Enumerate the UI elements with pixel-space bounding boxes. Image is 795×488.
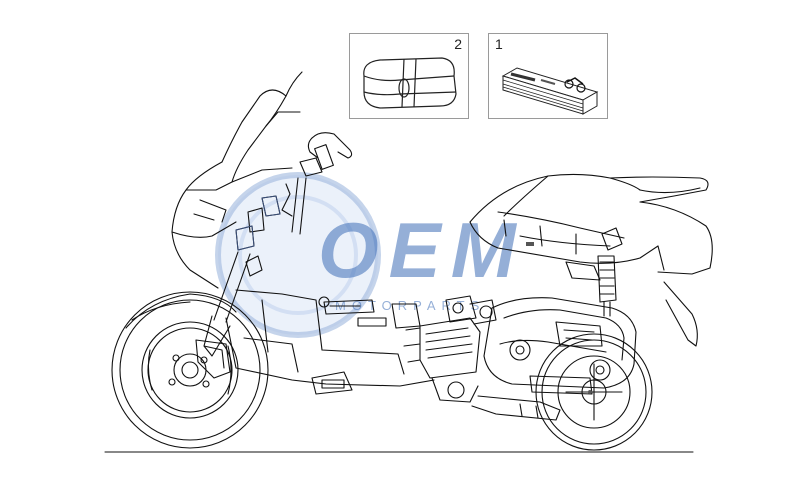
part-box-1[interactable]: 1 xyxy=(488,33,608,119)
manual-book-icon xyxy=(501,67,599,115)
part-number-1: 1 xyxy=(495,36,503,52)
sticker-roll-icon xyxy=(363,57,457,109)
part-number-2: 2 xyxy=(454,36,462,52)
watermark-logo-text: OEM xyxy=(318,206,526,294)
watermark-sub-text: MOTORPARTS xyxy=(335,298,486,313)
part-box-2[interactable]: 2 xyxy=(349,33,469,119)
